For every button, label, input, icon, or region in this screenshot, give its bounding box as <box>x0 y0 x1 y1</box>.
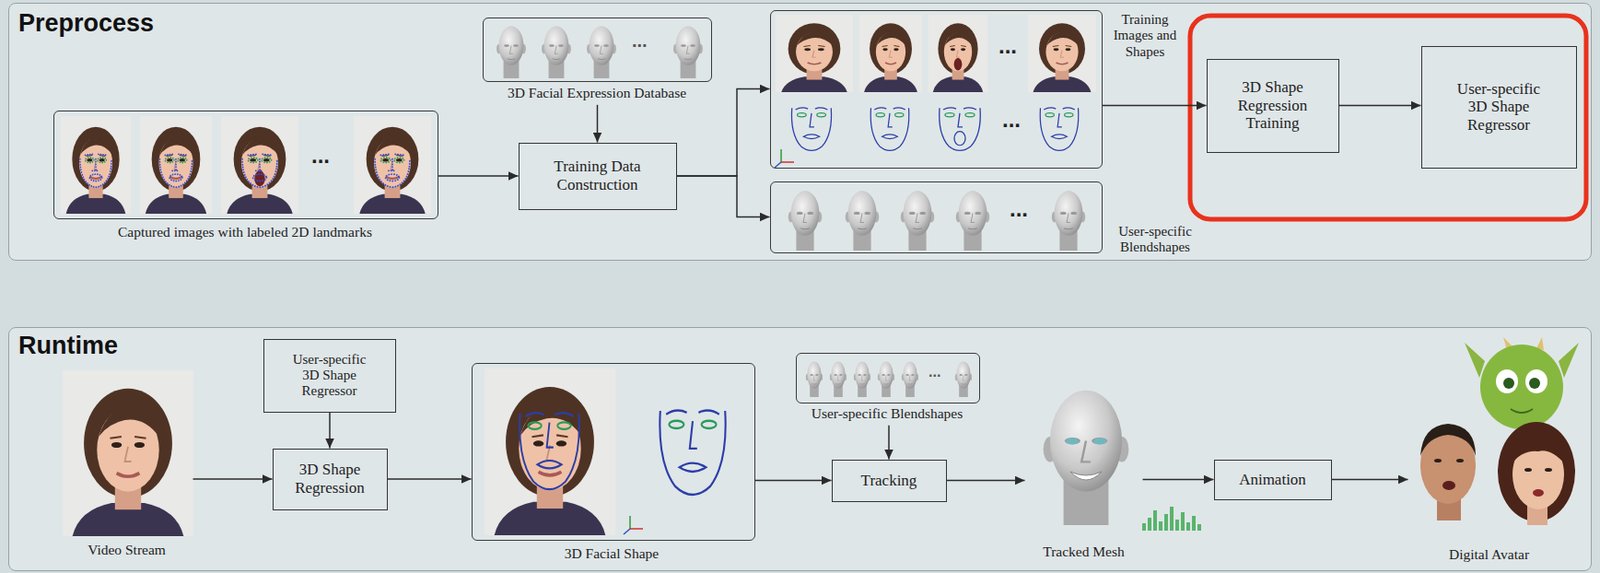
process-box: Training Data Construction <box>518 142 678 211</box>
ellipsis-mark: ... <box>311 144 330 167</box>
box-label: 3D Shape Regression <box>281 460 379 497</box>
process-box: User-specific 3D Shape Regressor <box>263 338 397 413</box>
box-label: Tracking <box>839 471 940 491</box>
facial-shape-figure <box>484 368 726 536</box>
image-panel: User-specific Blendshapes <box>770 181 1103 254</box>
caption: Captured images with labeled 2D landmark… <box>51 223 439 241</box>
image-panel: 3D Facial Expression Database <box>482 17 713 82</box>
box-label: User-specific 3D Shape Regressor <box>287 351 373 400</box>
process-box: 3D Shape Regression <box>272 448 388 511</box>
image-panel: Video Stream <box>60 370 194 537</box>
caption: Tracked Mesh <box>1010 543 1158 561</box>
flow-arrow <box>1102 105 1207 107</box>
band-fill <box>8 327 1592 572</box>
avatar-figures <box>1420 337 1579 526</box>
process-box: Tracking <box>831 459 947 503</box>
flow-arrow <box>677 89 771 177</box>
caption: 3D Facial Shape <box>519 545 704 562</box>
panel-band: RuntimeVideo Stream User-specific 3D Shap… <box>8 327 1592 572</box>
flow-arrow <box>1143 478 1215 481</box>
video-frame <box>62 370 194 537</box>
process-box: Animation <box>1214 459 1332 501</box>
flow-arrow <box>677 175 771 218</box>
flow-arrow <box>438 175 519 177</box>
image-panel: Training Images and Shapes <box>770 10 1103 169</box>
image-panel: User-specific Blendshapes <box>795 352 981 404</box>
image-panel: Tracked Mesh <box>1025 375 1144 533</box>
ellipsis-mark: ... <box>1009 198 1028 221</box>
caption: User-specific Blendshapes <box>785 405 989 422</box>
panel-band: PreprocessCaptured images with labeled 2… <box>8 2 1592 261</box>
flow-arrow <box>1331 478 1409 481</box>
caption: Digital Avatar <box>1415 546 1564 563</box>
caption: 3D Facial Expression Database <box>477 84 717 102</box>
flow-arrow <box>193 478 273 480</box>
blendshape-heads <box>788 190 1086 251</box>
box-label: Animation <box>1221 470 1325 490</box>
training-shapes <box>774 107 1079 168</box>
flow-arrow <box>596 105 599 143</box>
flow-arrow <box>755 479 832 482</box>
flow-arrow <box>887 425 890 460</box>
image-panel: 3D Facial Shape <box>471 362 756 541</box>
flow-arrow <box>1339 105 1422 107</box>
panel-title: Preprocess <box>18 9 154 38</box>
ellipsis-mark: ... <box>1002 108 1021 131</box>
highlight-frame <box>1190 15 1587 220</box>
process-box: 3D Shape Regression Training <box>1206 58 1340 153</box>
flow-arrow <box>328 412 331 449</box>
band-fill <box>8 2 1592 261</box>
runtime-blendshape-heads <box>805 362 972 398</box>
flow-arrow <box>946 479 1026 482</box>
ellipsis-mark: ... <box>631 31 648 50</box>
caption: Video Stream <box>58 541 197 559</box>
ellipsis-mark: ... <box>998 35 1017 58</box>
process-box: User-specific 3D Shape Regressor <box>1421 46 1577 169</box>
database-heads <box>496 25 703 79</box>
image-panel: Digital Avatar <box>1408 337 1582 539</box>
box-label: User-specific 3D Shape Regressor <box>1450 80 1548 135</box>
panel-title: Runtime <box>18 331 118 361</box>
training-photos <box>775 14 1097 93</box>
caption: User-specific Blendshapes <box>1107 223 1203 257</box>
tracked-mesh-figure <box>1043 390 1202 531</box>
image-panel: Captured images with labeled 2D landmark… <box>53 110 439 220</box>
box-label: 3D Shape Regression Training <box>1222 78 1324 133</box>
ellipsis-mark: ... <box>928 364 941 380</box>
flow-arrow <box>387 478 472 480</box>
caption: Training Images and Shapes <box>1104 11 1186 60</box>
captured-photos <box>60 116 432 214</box>
box-label: Training Data Construction <box>528 157 667 194</box>
